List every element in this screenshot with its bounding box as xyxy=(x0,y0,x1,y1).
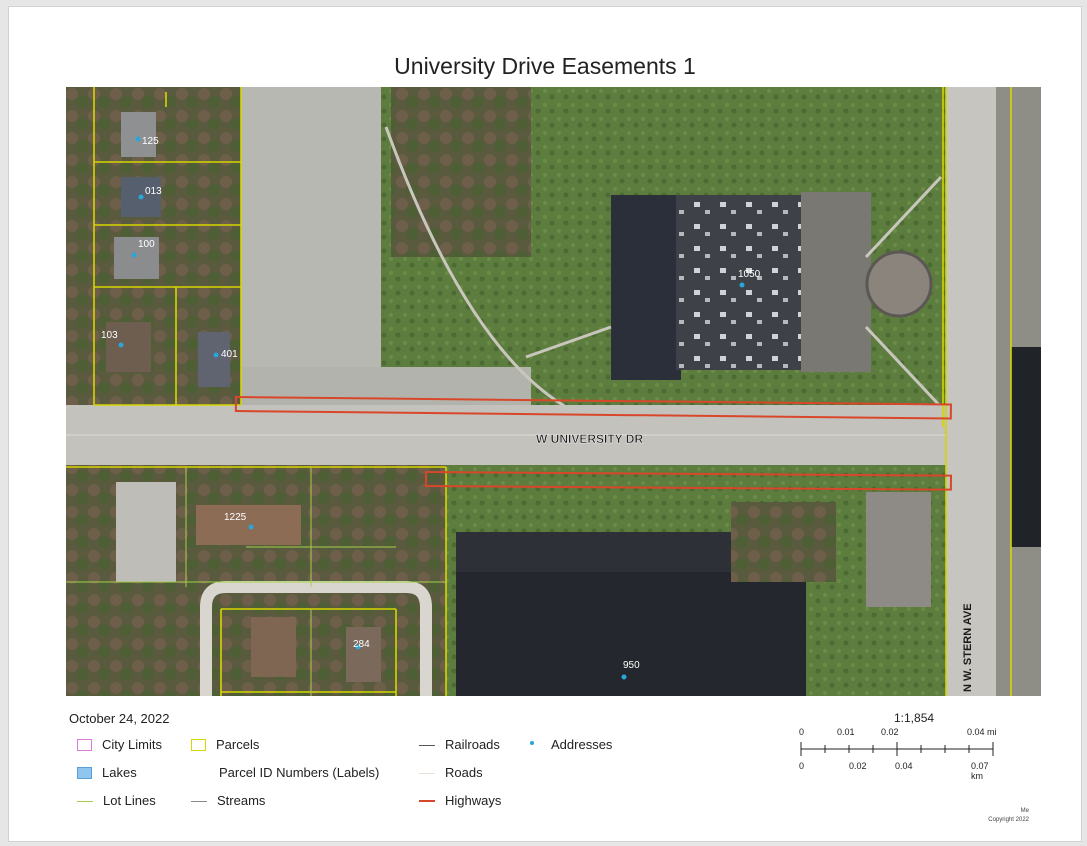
legend-parcels: Parcels xyxy=(191,737,259,752)
address-label: 950 xyxy=(623,660,640,671)
scale-mi-tick: 0.04 mi xyxy=(967,727,997,737)
tree-cluster xyxy=(391,87,531,257)
address-label: 1225 xyxy=(224,512,247,523)
scale-mi-tick: 0 xyxy=(799,727,805,737)
map-credits: Me Copyright 2022 xyxy=(988,807,1029,825)
legend-city-limits: City Limits xyxy=(77,737,162,752)
water-tower xyxy=(865,250,933,318)
scale-bar: 1:1,854 0 0.01 0.02 0.04 mi 0 0.02 0.04 … xyxy=(799,711,999,781)
lot-lines-swatch xyxy=(77,795,93,807)
house-1225 xyxy=(196,505,301,545)
scale-mi-tick: 0.02 xyxy=(881,727,899,737)
address-points: 125 013 100 103 401 1050 1225 284 950 xyxy=(101,136,761,680)
map-canvas: W UNIVERSITY DR N W. STERN AVE 125 013 1… xyxy=(66,87,1041,696)
address-label: 125 xyxy=(142,136,159,147)
map-title: University Drive Easements 1 xyxy=(394,53,696,79)
legend-lakes: Lakes xyxy=(77,765,137,780)
addresses-swatch xyxy=(525,739,541,751)
legend-railroads: Railroads xyxy=(419,737,500,752)
north-parking-lot xyxy=(241,87,381,405)
north-building-east xyxy=(801,192,871,372)
address-label: 1050 xyxy=(738,269,761,280)
scale-km-tick: 0.04 xyxy=(895,761,913,771)
legend-roads: Roads xyxy=(419,765,483,780)
lot-lines xyxy=(66,467,446,696)
address-label: 100 xyxy=(138,239,155,250)
map-date: October 24, 2022 xyxy=(69,711,170,726)
railroads-swatch xyxy=(419,739,435,751)
scale-ratio: 1:1,854 xyxy=(894,711,935,725)
university-dr-label: W UNIVERSITY DR xyxy=(536,432,643,446)
easement-outlines xyxy=(234,395,952,491)
address-label: 284 xyxy=(353,639,370,650)
cul-de-sac-road xyxy=(200,581,432,696)
scale-mi-tick: 0.01 xyxy=(837,727,855,737)
legend-highways: Highways xyxy=(419,793,501,808)
legend-addresses: Addresses xyxy=(525,737,612,752)
aerial-map[interactable]: W UNIVERSITY DR N W. STERN AVE 125 013 1… xyxy=(66,87,1041,696)
address-label: 401 xyxy=(221,349,238,360)
western-ave-road xyxy=(946,87,996,696)
address-label: 013 xyxy=(145,186,162,197)
legend-streams: Streams xyxy=(191,793,265,808)
north-easement xyxy=(234,395,952,420)
streams-swatch xyxy=(191,795,207,807)
south-easement xyxy=(424,470,952,491)
legend-lot-lines: Lot Lines xyxy=(77,793,156,808)
parcels-swatch xyxy=(191,738,206,751)
western-ave-label: N W. STERN AVE xyxy=(962,603,974,692)
address-label: 103 xyxy=(101,330,118,341)
walkway xyxy=(384,126,567,409)
scale-km-tick: 0 xyxy=(799,761,805,771)
southeast-building xyxy=(866,492,931,607)
lakes-swatch xyxy=(77,766,92,779)
highways-swatch xyxy=(419,795,435,807)
map-sheet: University Drive Easements 1 xyxy=(8,6,1082,842)
scale-km-tick: 0.02 xyxy=(849,761,867,771)
city-limits-swatch xyxy=(77,738,92,751)
scale-ticks xyxy=(800,742,994,756)
credits-author: Me xyxy=(1020,808,1029,814)
credits-copyright: Copyright 2022 xyxy=(988,817,1029,823)
north-building-roof xyxy=(676,195,801,370)
legend-parcel-ids: Parcel ID Numbers (Labels) xyxy=(219,765,380,780)
north-building-west xyxy=(611,195,681,380)
scale-km-tick: 0.07 km xyxy=(971,761,989,781)
roads-swatch xyxy=(419,767,435,779)
